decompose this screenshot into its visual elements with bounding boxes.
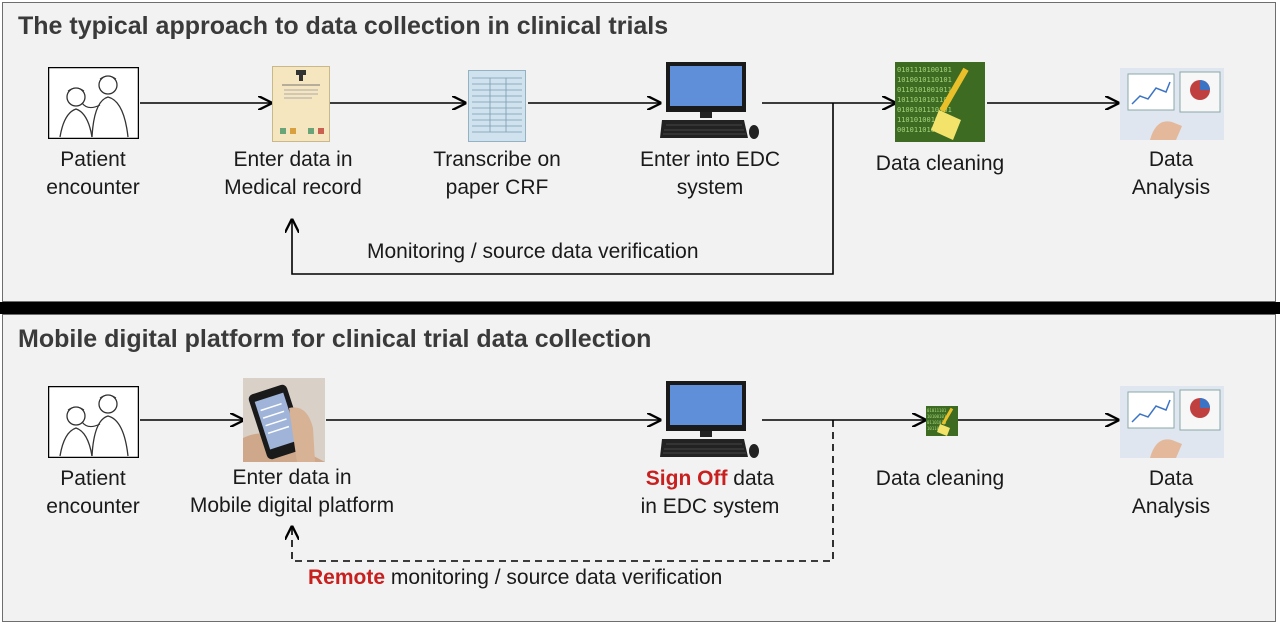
computer-icon [660,62,759,139]
svg-text:0110101001011: 0110101001011 [897,86,952,94]
step-label-patient-encounter: Patient encounter [46,467,140,518]
paper-crf-icon [468,70,526,142]
medical-record-icon [272,66,330,142]
step-label-mobile-platform: Enter data in Mobile digital platform [189,466,395,517]
step-label-sign-off-edc: Sign Off data in EDC system [640,467,780,518]
monitoring-label: Monitoring / source data verification [367,240,699,263]
computer-icon [660,381,759,458]
step-label-edc-entry: Enter into EDC system [639,148,781,199]
typical-approach-title: The typical approach to data collection … [18,12,669,40]
mobile-phone-icon [243,378,325,462]
analysis-screen-icon [1120,386,1224,458]
doctor-patient-icon [48,67,139,139]
mobile-platform-panel [2,314,1276,622]
svg-text:10110101: 10110101 [927,426,947,431]
mobile-platform-title: Mobile digital platform for clinical tri… [18,325,652,353]
svg-text:1010010110101: 1010010110101 [897,76,952,84]
step-label-data-cleaning: Data cleaning [875,152,1005,175]
svg-text:01101010: 01101010 [927,420,947,425]
svg-text:0101110100101: 0101110100101 [897,66,952,74]
step-label-paper-crf: Transcribe on paper CRF [433,148,561,199]
svg-text:1101010010110: 1101010010110 [897,116,952,124]
step-label-data-analysis: Data Analysis [1131,148,1211,199]
remote-monitoring-label: Remote monitoring / source data verifica… [308,566,723,589]
svg-text:1011010101100: 1011010101100 [897,96,952,104]
svg-text:10100101: 10100101 [927,414,947,419]
svg-text:0100101110101: 0100101110101 [897,106,952,114]
svg-text:0010110101001: 0010110101001 [897,126,952,134]
analysis-screen-icon [1120,68,1224,140]
data-cleaning-icon: 0101110100101 1010010110101 011010100101… [895,62,985,142]
sign-off-emphasis: Sign Off [645,467,728,490]
step-label-data-analysis: Data Analysis [1131,467,1211,518]
step-label-patient-encounter: Patient encounter [46,148,140,199]
remote-emphasis: Remote [308,566,386,589]
loop-top [292,103,834,275]
panel-divider [0,302,1280,314]
loop-bottom [292,420,834,562]
doctor-patient-icon [48,386,139,458]
step-label-data-cleaning: Data cleaning [875,467,1005,490]
step-label-medical-record: Enter data in Medical record [224,148,362,199]
svg-text:01011101: 01011101 [927,408,947,413]
typical-approach-panel [2,2,1276,302]
